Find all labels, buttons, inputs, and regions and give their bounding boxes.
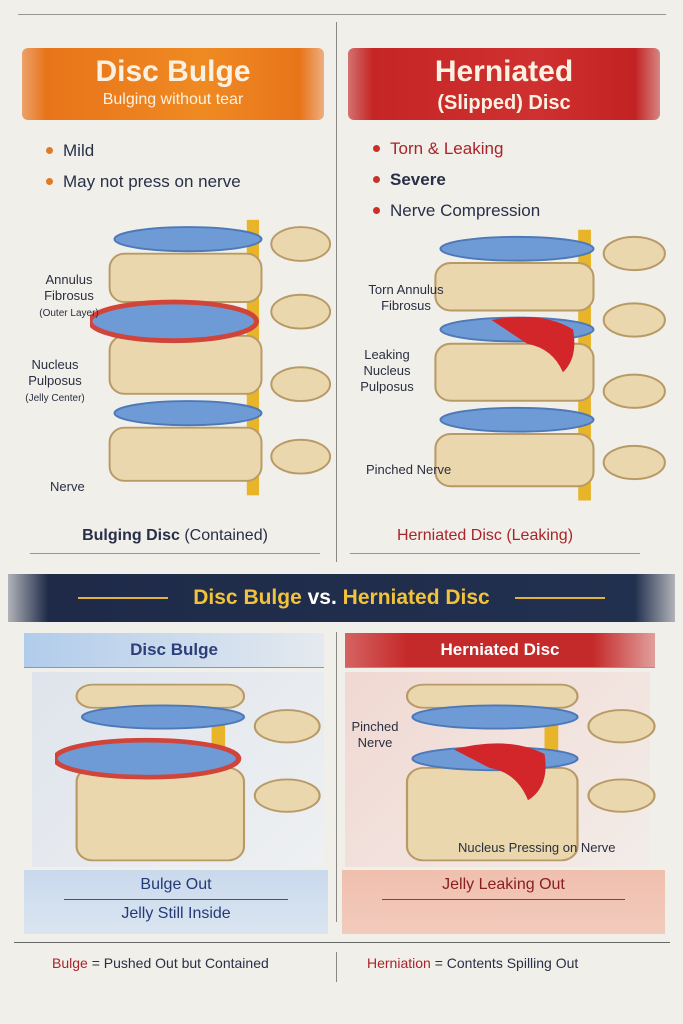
disc-shape [439,406,595,433]
disc-bulge-title: Disc Bulge [95,55,251,88]
spinous-process-shape [587,778,656,813]
footer-divider [336,952,337,982]
label-pinched-nerve: Pinched Nerve [366,462,452,477]
bullet-text: May not press on nerve [63,171,241,191]
disc-shape [87,299,260,344]
subheader-rule [345,667,655,668]
footer-herniation-definition: Herniation = Contents Spilling Out [367,955,579,971]
subheader-rule [24,667,324,668]
spinous-process-shape [587,709,656,744]
vertebra-shape [108,334,263,395]
title-vs: vs. [307,586,337,609]
vertebra-shape [434,262,595,312]
disc-shape [80,704,246,730]
herniation-closeup-illustration [385,680,660,865]
vertebra-shape [405,683,579,709]
band-rule [64,899,288,900]
disc-shape [113,226,263,253]
lower-divider [336,632,337,922]
bullet-dot-icon [373,207,380,214]
band-text: Bulge Out [140,876,212,893]
title-part: Disc Bulge [193,586,302,609]
spinous-process-shape [602,373,666,409]
footer-rule [14,942,670,943]
bullet-item: May not press on nerve [46,166,241,197]
herniation-summary-band: Jelly Leaking Out [342,870,665,934]
disc-bulge-bullets: Mild May not press on nerve [46,135,241,197]
caption-underline [350,553,640,554]
bullet-item: Torn & Leaking [373,133,540,164]
herniated-subheader: Herniated Disc [345,633,655,667]
spinous-process-shape [602,444,666,481]
bulge-closeup-illustration [52,680,325,865]
disc-shape [439,235,595,262]
bullet-dot-icon [46,147,53,154]
band-text: Jelly Still Inside [121,905,231,922]
spinous-process-shape [602,235,666,272]
disc-shape [52,737,242,780]
herniated-caption: Herniated Disc (Leaking) [396,527,574,544]
comparison-banner: Disc Bulge vs. Herniated Disc [8,574,675,622]
center-divider [336,22,337,562]
herniation-shape [453,743,546,801]
label-nucleus-pressing: Nucleus Pressing on Nerve [458,840,616,855]
herniated-title: Herniated [434,55,574,88]
gold-rule [78,597,168,599]
herniated-disc-banner: Herniated (Slipped) Disc [348,48,660,120]
label-nerve: Nerve [50,479,85,494]
top-divider [18,14,666,15]
herniation-shape [491,316,575,373]
vertebra-shape [434,433,595,488]
band-text: Jelly Leaking Out [442,876,565,893]
vertebra-shape [75,766,246,862]
disc-shape [411,704,579,730]
bullet-item: Mild [46,135,241,166]
spinous-process-shape [270,366,332,403]
disc-bulge-subtitle: Bulging without tear [102,91,244,108]
caption-underline [30,553,320,554]
bullet-text: Nerve Compression [390,200,541,220]
vertebra-shape [108,252,263,303]
band-rule [382,899,625,900]
spinous-process-shape [270,293,332,330]
bullet-dot-icon [373,145,380,152]
spinous-process-shape [602,302,666,338]
herniated-bullets: Torn & Leaking Severe Nerve Compression [373,133,540,226]
bulging-disc-caption: Bulging Disc (Contained) [82,527,268,544]
bullet-text: Severe [390,169,446,189]
disc-bulge-banner: Disc Bulge Bulging without tear [22,48,324,120]
disc-bulge-subheader: Disc Bulge [24,633,324,667]
spinous-process-shape [270,438,332,475]
bullet-dot-icon [373,176,380,183]
disc-shape [113,400,263,427]
gold-rule [515,597,605,599]
bulging-disc-illustration [87,215,335,505]
bullet-item: Severe [373,164,540,195]
vertebra-shape [75,683,246,709]
spinous-process-shape [253,709,321,744]
bullet-item: Nerve Compression [373,195,540,226]
bullet-text: Torn & Leaking [390,138,504,158]
spinous-process-shape [253,778,321,813]
herniated-disc-illustration [415,225,670,510]
bullet-text: Mild [63,140,95,160]
herniated-subtitle: (Slipped) Disc [437,92,571,114]
title-part: Herniated Disc [342,586,490,609]
bulge-summary-band: Bulge Out Jelly Still Inside [24,870,328,934]
vertebra-shape [108,426,263,482]
footer-bulge-definition: Bulge = Pushed Out but Contained [52,955,269,971]
spinous-process-shape [270,226,332,262]
bullet-dot-icon [46,178,53,185]
